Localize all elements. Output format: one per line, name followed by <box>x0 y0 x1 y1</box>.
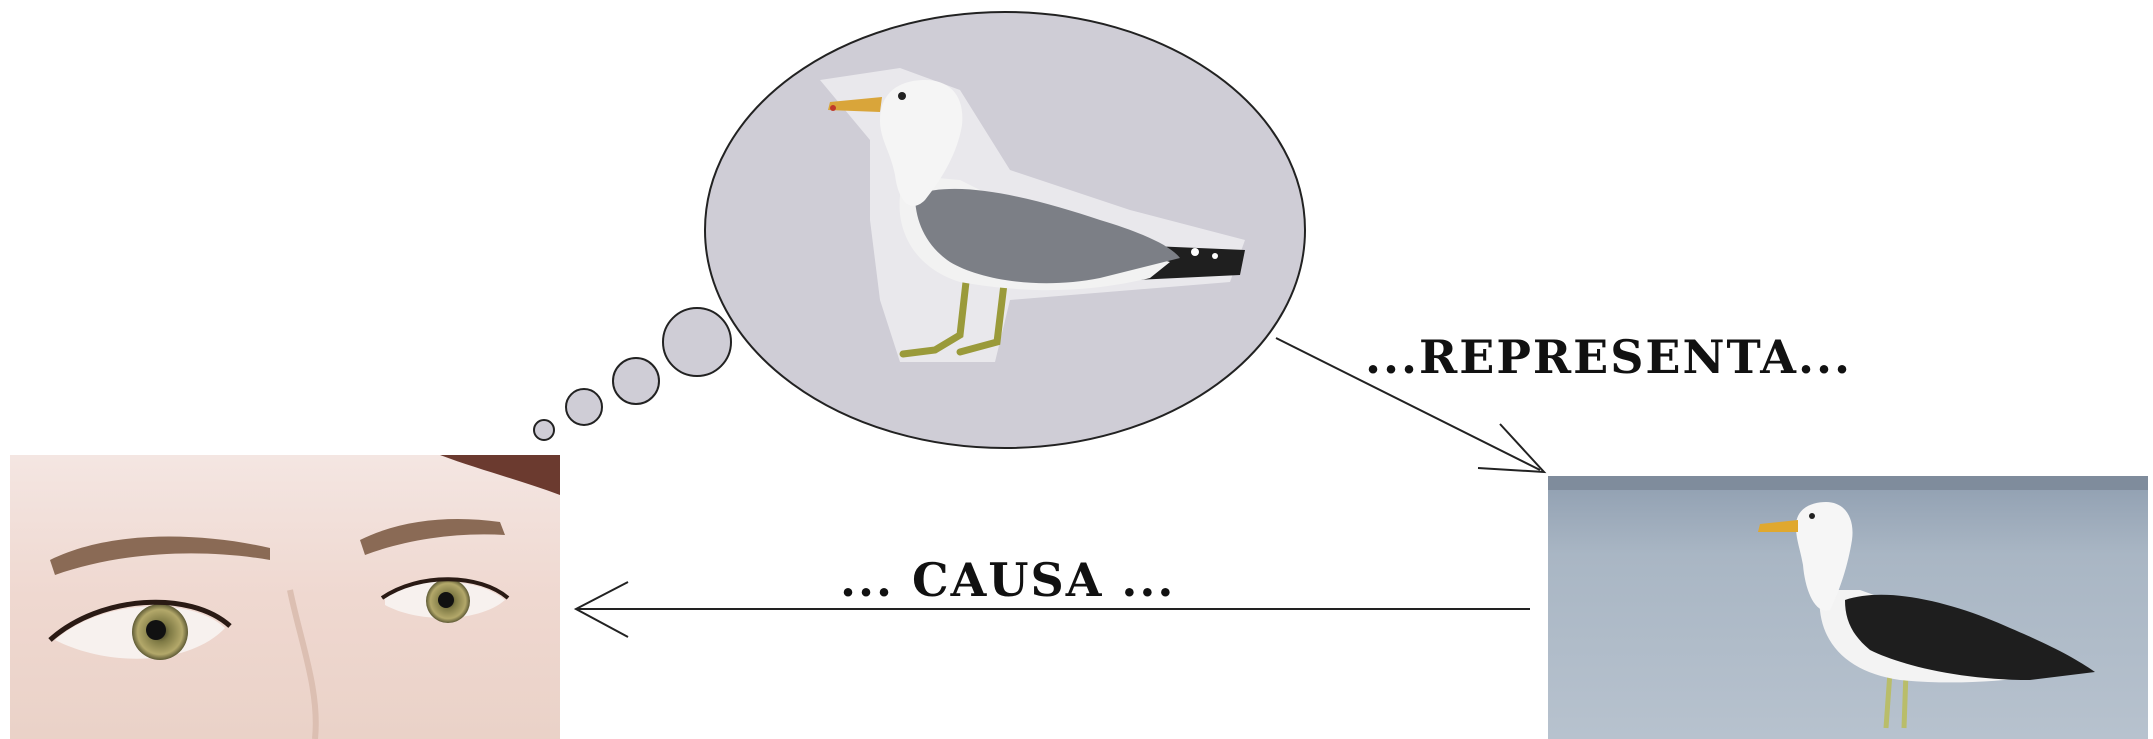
human-eyes-photo-icon <box>10 455 560 739</box>
causes-label: ... CAUSA ... <box>840 553 1175 607</box>
seagull-photo-icon <box>1548 476 2148 739</box>
thought-dot-large <box>663 308 731 376</box>
thought-dot-small <box>566 389 602 425</box>
thought-dot-tiny <box>534 420 554 440</box>
represents-label: ...REPRESENTA... <box>1365 330 1852 384</box>
thought-dot-medium <box>613 358 659 404</box>
